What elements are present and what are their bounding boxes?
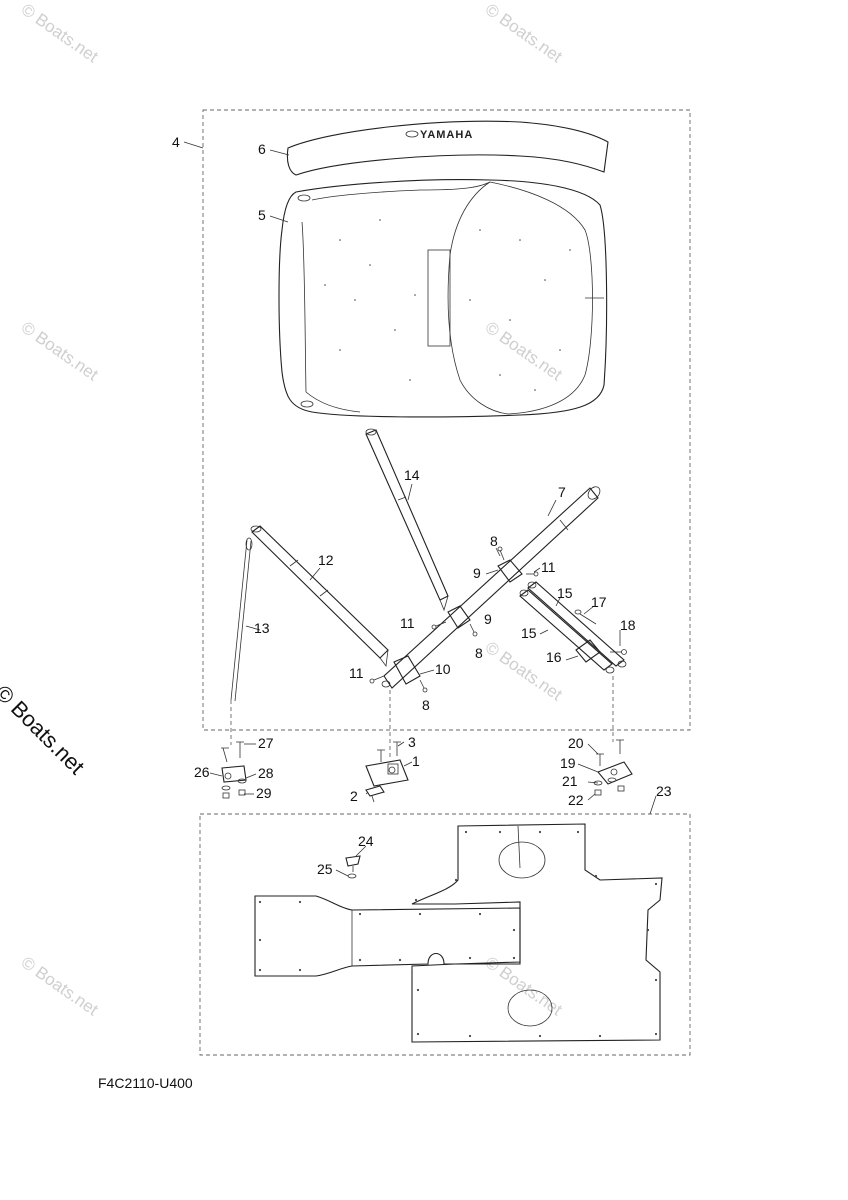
callout-6: 6 [258,141,266,157]
hardware-left [221,741,247,799]
callout-1: 1 [412,753,420,769]
callout-17: 17 [591,594,607,610]
callout-13: 13 [254,620,270,636]
screws-8-11 [369,546,539,693]
watermark-text: © Boats.net [18,318,102,385]
callout-22: 22 [568,792,584,808]
callout-14: 14 [404,467,420,483]
brand-mark: YAMAHA [420,129,473,141]
callout-23: 23 [656,783,672,799]
diagram-code: F4C2110-U400 [98,1075,193,1091]
callout-26: 26 [194,764,210,780]
callout-9: 9 [473,565,481,581]
watermark-text: © Boats.net [18,0,102,67]
bar-fittings [381,559,523,688]
callout-3: 3 [408,734,416,750]
assembly-box-top [202,109,691,731]
callout-21: 21 [562,773,578,789]
callout-24: 24 [358,833,374,849]
watermark-text: © Boats.net [482,318,566,385]
watermark-text: © Boats.net [18,953,102,1020]
callout-25: 25 [317,861,333,877]
leader-lines [230,676,614,758]
pole-12 [250,525,389,668]
callout-2: 2 [350,788,358,804]
callout-16: 16 [546,649,562,665]
strap-13 [230,537,253,702]
callout-27: 27 [258,735,274,751]
callout-19: 19 [560,755,576,771]
watermark-text: © Boats.net [482,0,566,67]
hardware-center [365,741,409,803]
callout-10: 10 [435,661,451,677]
callout-9: 9 [484,611,492,627]
callout-11: 11 [541,559,556,575]
callout-4: 4 [172,134,180,150]
hardware-right [593,739,633,796]
callout-11: 11 [349,665,364,681]
callout-leaders [183,141,657,877]
seat-cover [278,179,608,418]
deck-mats [254,823,663,1043]
callout-5: 5 [258,207,266,223]
pole-14 [365,428,449,612]
callout-29: 29 [256,785,272,801]
callout-7: 7 [558,484,566,500]
callout-18: 18 [620,617,636,633]
callout-15: 15 [521,625,537,641]
callout-28: 28 [258,765,274,781]
assembly-box-bottom [199,813,691,1056]
callout-15: 15 [557,585,573,601]
callout-numbers: 4 6 5 7 14 12 13 8 9 11 15 17 11 9 15 18… [172,134,672,877]
callout-8: 8 [475,645,483,661]
callout-8: 8 [422,697,430,713]
callout-8: 8 [490,533,498,549]
watermark-text: © Boats.net [482,638,566,705]
callout-11: 11 [400,615,415,631]
watermarks: © Boats.net © Boats.net © Boats.net © Bo… [18,0,566,1020]
callout-20: 20 [568,735,584,751]
callout-12: 12 [318,552,334,568]
fastener-24-25 [345,855,361,879]
main-bar-7 [383,486,601,689]
strut-assembly-15 [519,581,627,674]
grab-strap: YAMAHA [286,120,609,176]
